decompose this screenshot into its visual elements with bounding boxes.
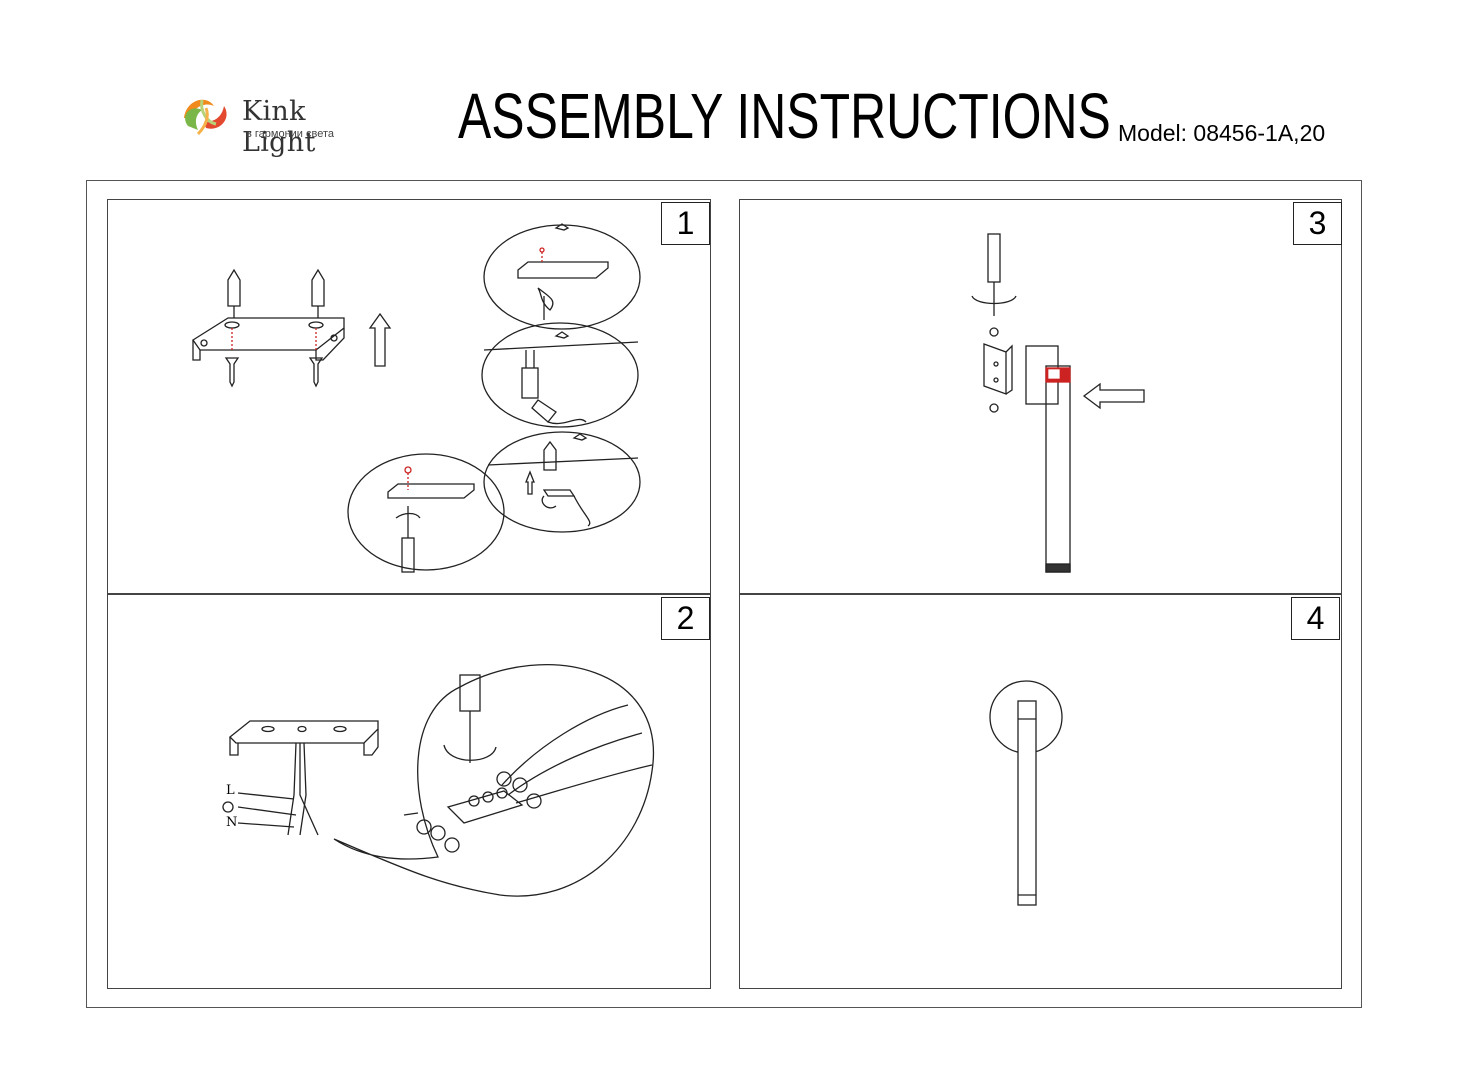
kink-light-logo-icon	[184, 99, 227, 136]
document-title: ASSEMBLY INSTRUCTIONS	[458, 80, 1111, 152]
detail-anchor-insert	[483, 431, 641, 533]
step-4-panel: 4	[739, 594, 1342, 989]
step-3-number: 3	[1293, 202, 1342, 245]
step-4-number: 4	[1291, 597, 1340, 640]
step-2-illustration	[222, 664, 655, 897]
step-2-panel: L N 2	[107, 594, 711, 989]
model-number: Model: 08456-1A,20	[1118, 120, 1326, 146]
step-3-illustration	[971, 233, 1145, 573]
assembled-lamp-icon	[989, 680, 1063, 906]
step-1-number: 1	[661, 202, 710, 245]
step-3-panel: 3	[739, 199, 1342, 594]
logo-tagline: в гармонии света	[246, 128, 335, 140]
screwdriver-icon	[971, 233, 1017, 316]
step-4-illustration	[989, 680, 1063, 906]
brand-logo: Kink Light в гармонии света	[176, 88, 386, 158]
bracket-with-wires-icon	[222, 720, 379, 836]
detail-drill-marking	[483, 223, 641, 330]
detail-screw-bracket	[347, 453, 505, 573]
step-2-number: 2	[661, 597, 710, 640]
wire-label-neutral: N	[226, 815, 238, 830]
left-arrow-icon	[1082, 382, 1145, 410]
step-1-panel: 1	[107, 199, 711, 594]
lamp-body-icon	[1025, 345, 1071, 573]
wall-anchor-icon	[227, 268, 325, 318]
screw-icon	[224, 357, 324, 388]
instructions-frame	[86, 180, 1362, 1008]
detail-terminal-block	[333, 664, 655, 897]
up-arrow-icon	[368, 312, 392, 367]
detail-drilling	[481, 322, 639, 428]
mounting-bracket-icon	[192, 317, 345, 361]
step-1-illustration	[192, 223, 641, 573]
logo-wordmark: Kink Light	[242, 96, 316, 158]
wire-label-live: L	[226, 783, 235, 798]
bracket-icon	[983, 327, 1013, 413]
